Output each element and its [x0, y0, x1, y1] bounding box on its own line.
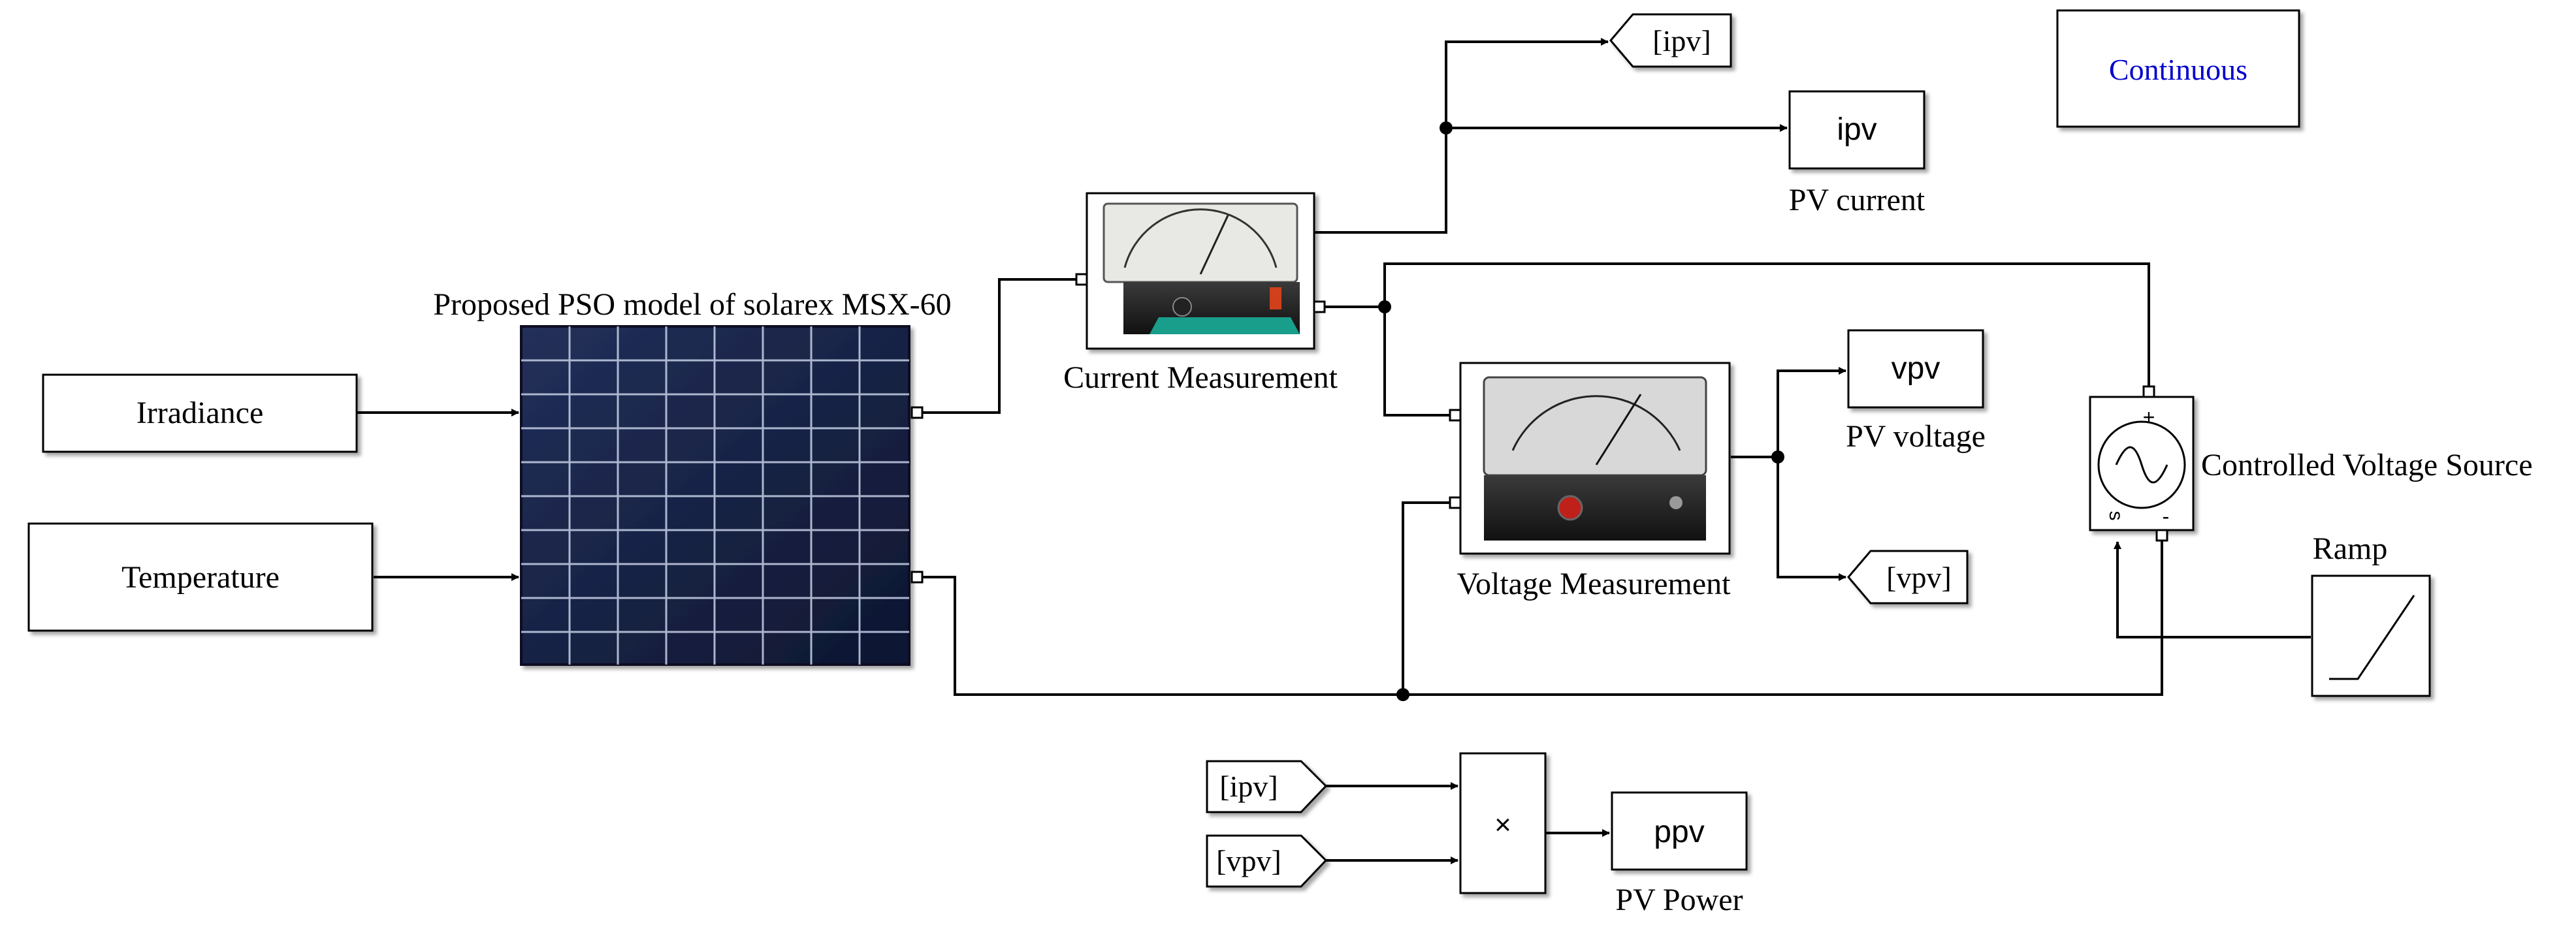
- junction-ipv: [1440, 121, 1453, 134]
- wire-to-voltmeter-minus[interactable]: [1402, 501, 1455, 695]
- goto-vpv-label: [vpv]: [1886, 561, 1952, 594]
- wire-panel-to-ammeter[interactable]: [922, 278, 1079, 414]
- ppv-display-label: ppv: [1654, 815, 1704, 849]
- ammeter-input-port[interactable]: [1075, 273, 1088, 286]
- pv-voltage-caption: PV voltage: [1846, 419, 1986, 454]
- goto-ipv-label: [ipv]: [1652, 24, 1711, 57]
- wire-to-source-plus[interactable]: [1383, 262, 2150, 392]
- irradiance-label: Irradiance: [137, 396, 264, 430]
- irradiance-block[interactable]: Irradiance: [42, 373, 358, 453]
- vpv-display-block[interactable]: vpv: [1847, 329, 1984, 409]
- voltage-measurement-caption: Voltage Measurement: [1457, 567, 1731, 601]
- junction-dots: [1378, 121, 1784, 701]
- vpv-display-label: vpv: [1892, 351, 1940, 386]
- voltmeter-icon: [1483, 376, 1707, 541]
- ipv-display-label: ipv: [1837, 112, 1876, 147]
- junction-negative: [1396, 688, 1409, 701]
- goto-ipv-tag[interactable]: [ipv]: [1609, 13, 1732, 68]
- source-minus-sign: -: [2163, 505, 2170, 528]
- source-plus-sign: +: [2143, 405, 2155, 429]
- current-measurement-block[interactable]: [1075, 192, 1326, 350]
- voltmeter-negative-port[interactable]: [1449, 496, 1462, 509]
- source-plus-port[interactable]: [2142, 385, 2155, 398]
- wire-negative-return[interactable]: [922, 535, 2163, 696]
- temperature-block[interactable]: Temperature: [27, 522, 374, 632]
- signal-lines: [357, 38, 2311, 864]
- pv-panel-block[interactable]: [520, 325, 924, 666]
- ipv-display-block[interactable]: ipv: [1788, 90, 1925, 170]
- current-measurement-caption: Current Measurement: [1063, 360, 1338, 395]
- wire-vpv-scope[interactable]: [1777, 367, 1846, 457]
- ramp-block[interactable]: [2311, 574, 2431, 697]
- pv-current-caption: PV current: [1789, 183, 1925, 217]
- ammeter-icon: [1103, 202, 1300, 334]
- ramp-icon: [2329, 595, 2415, 680]
- panel-positive-port[interactable]: [910, 406, 924, 419]
- solver-label: Continuous: [2109, 53, 2247, 86]
- powergui-continuous-block[interactable]: Continuous: [2056, 9, 2300, 128]
- controlled-voltage-source-block[interactable]: + - s: [2089, 385, 2195, 542]
- from-vpv-label: [vpv]: [1216, 844, 1281, 877]
- voltage-measurement-block[interactable]: [1449, 362, 1731, 555]
- ramp-caption: Ramp: [2313, 531, 2388, 566]
- from-vpv-tag[interactable]: [vpv]: [1206, 834, 1328, 888]
- source-minus-port[interactable]: [2155, 529, 2168, 542]
- wire-ipv-goto[interactable]: [1314, 38, 1609, 234]
- pv-model-title: Proposed PSO model of solarex MSX-60: [433, 287, 951, 322]
- sine-source-icon: [2097, 420, 2186, 509]
- wire-to-voltmeter-plus[interactable]: [1383, 307, 1455, 416]
- panel-grid: [521, 326, 909, 665]
- product-block[interactable]: ×: [1459, 752, 1547, 894]
- controlled-voltage-source-caption: Controlled Voltage Source: [2201, 448, 2533, 482]
- wire-vpv-goto[interactable]: [1777, 457, 1846, 581]
- junction-vpv: [1771, 450, 1784, 464]
- goto-vpv-tag[interactable]: [vpv]: [1847, 550, 1969, 605]
- pv-power-caption: PV Power: [1615, 883, 1743, 917]
- junction-positive: [1378, 300, 1391, 313]
- ammeter-output-port[interactable]: [1313, 300, 1326, 313]
- from-ipv-label: [ipv]: [1219, 770, 1278, 803]
- wire-ramp-to-source[interactable]: [2114, 541, 2311, 638]
- from-ipv-tag[interactable]: [ipv]: [1206, 760, 1328, 813]
- panel-negative-port[interactable]: [910, 571, 924, 584]
- product-symbol: ×: [1494, 809, 1511, 841]
- voltmeter-positive-port[interactable]: [1449, 409, 1462, 422]
- source-s-label: s: [2105, 511, 2127, 521]
- ppv-display-block[interactable]: ppv: [1611, 791, 1748, 871]
- temperature-label: Temperature: [121, 560, 280, 595]
